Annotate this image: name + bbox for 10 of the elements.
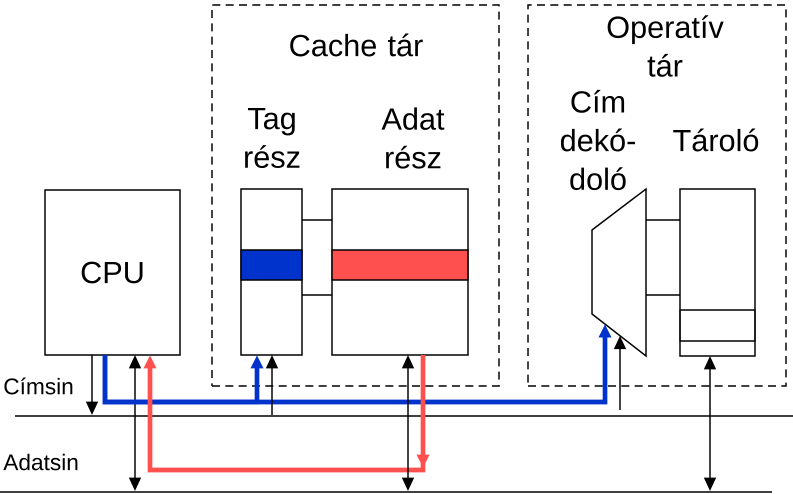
frame-heading: Cache tár — [290, 34, 423, 56]
frame-heading: Operatív tár — [608, 15, 724, 77]
block-heading: Cím dekó- doló — [560, 90, 635, 190]
arrow — [143, 355, 430, 472]
block-heading: Tag rész — [245, 108, 300, 168]
block-heading: Tároló — [673, 128, 758, 152]
processor-box: CPU — [44, 189, 181, 356]
block-heading: Adat rész — [382, 107, 444, 169]
bus-label: Címsin — [4, 378, 72, 394]
bus-label: Adatsin — [3, 454, 78, 470]
